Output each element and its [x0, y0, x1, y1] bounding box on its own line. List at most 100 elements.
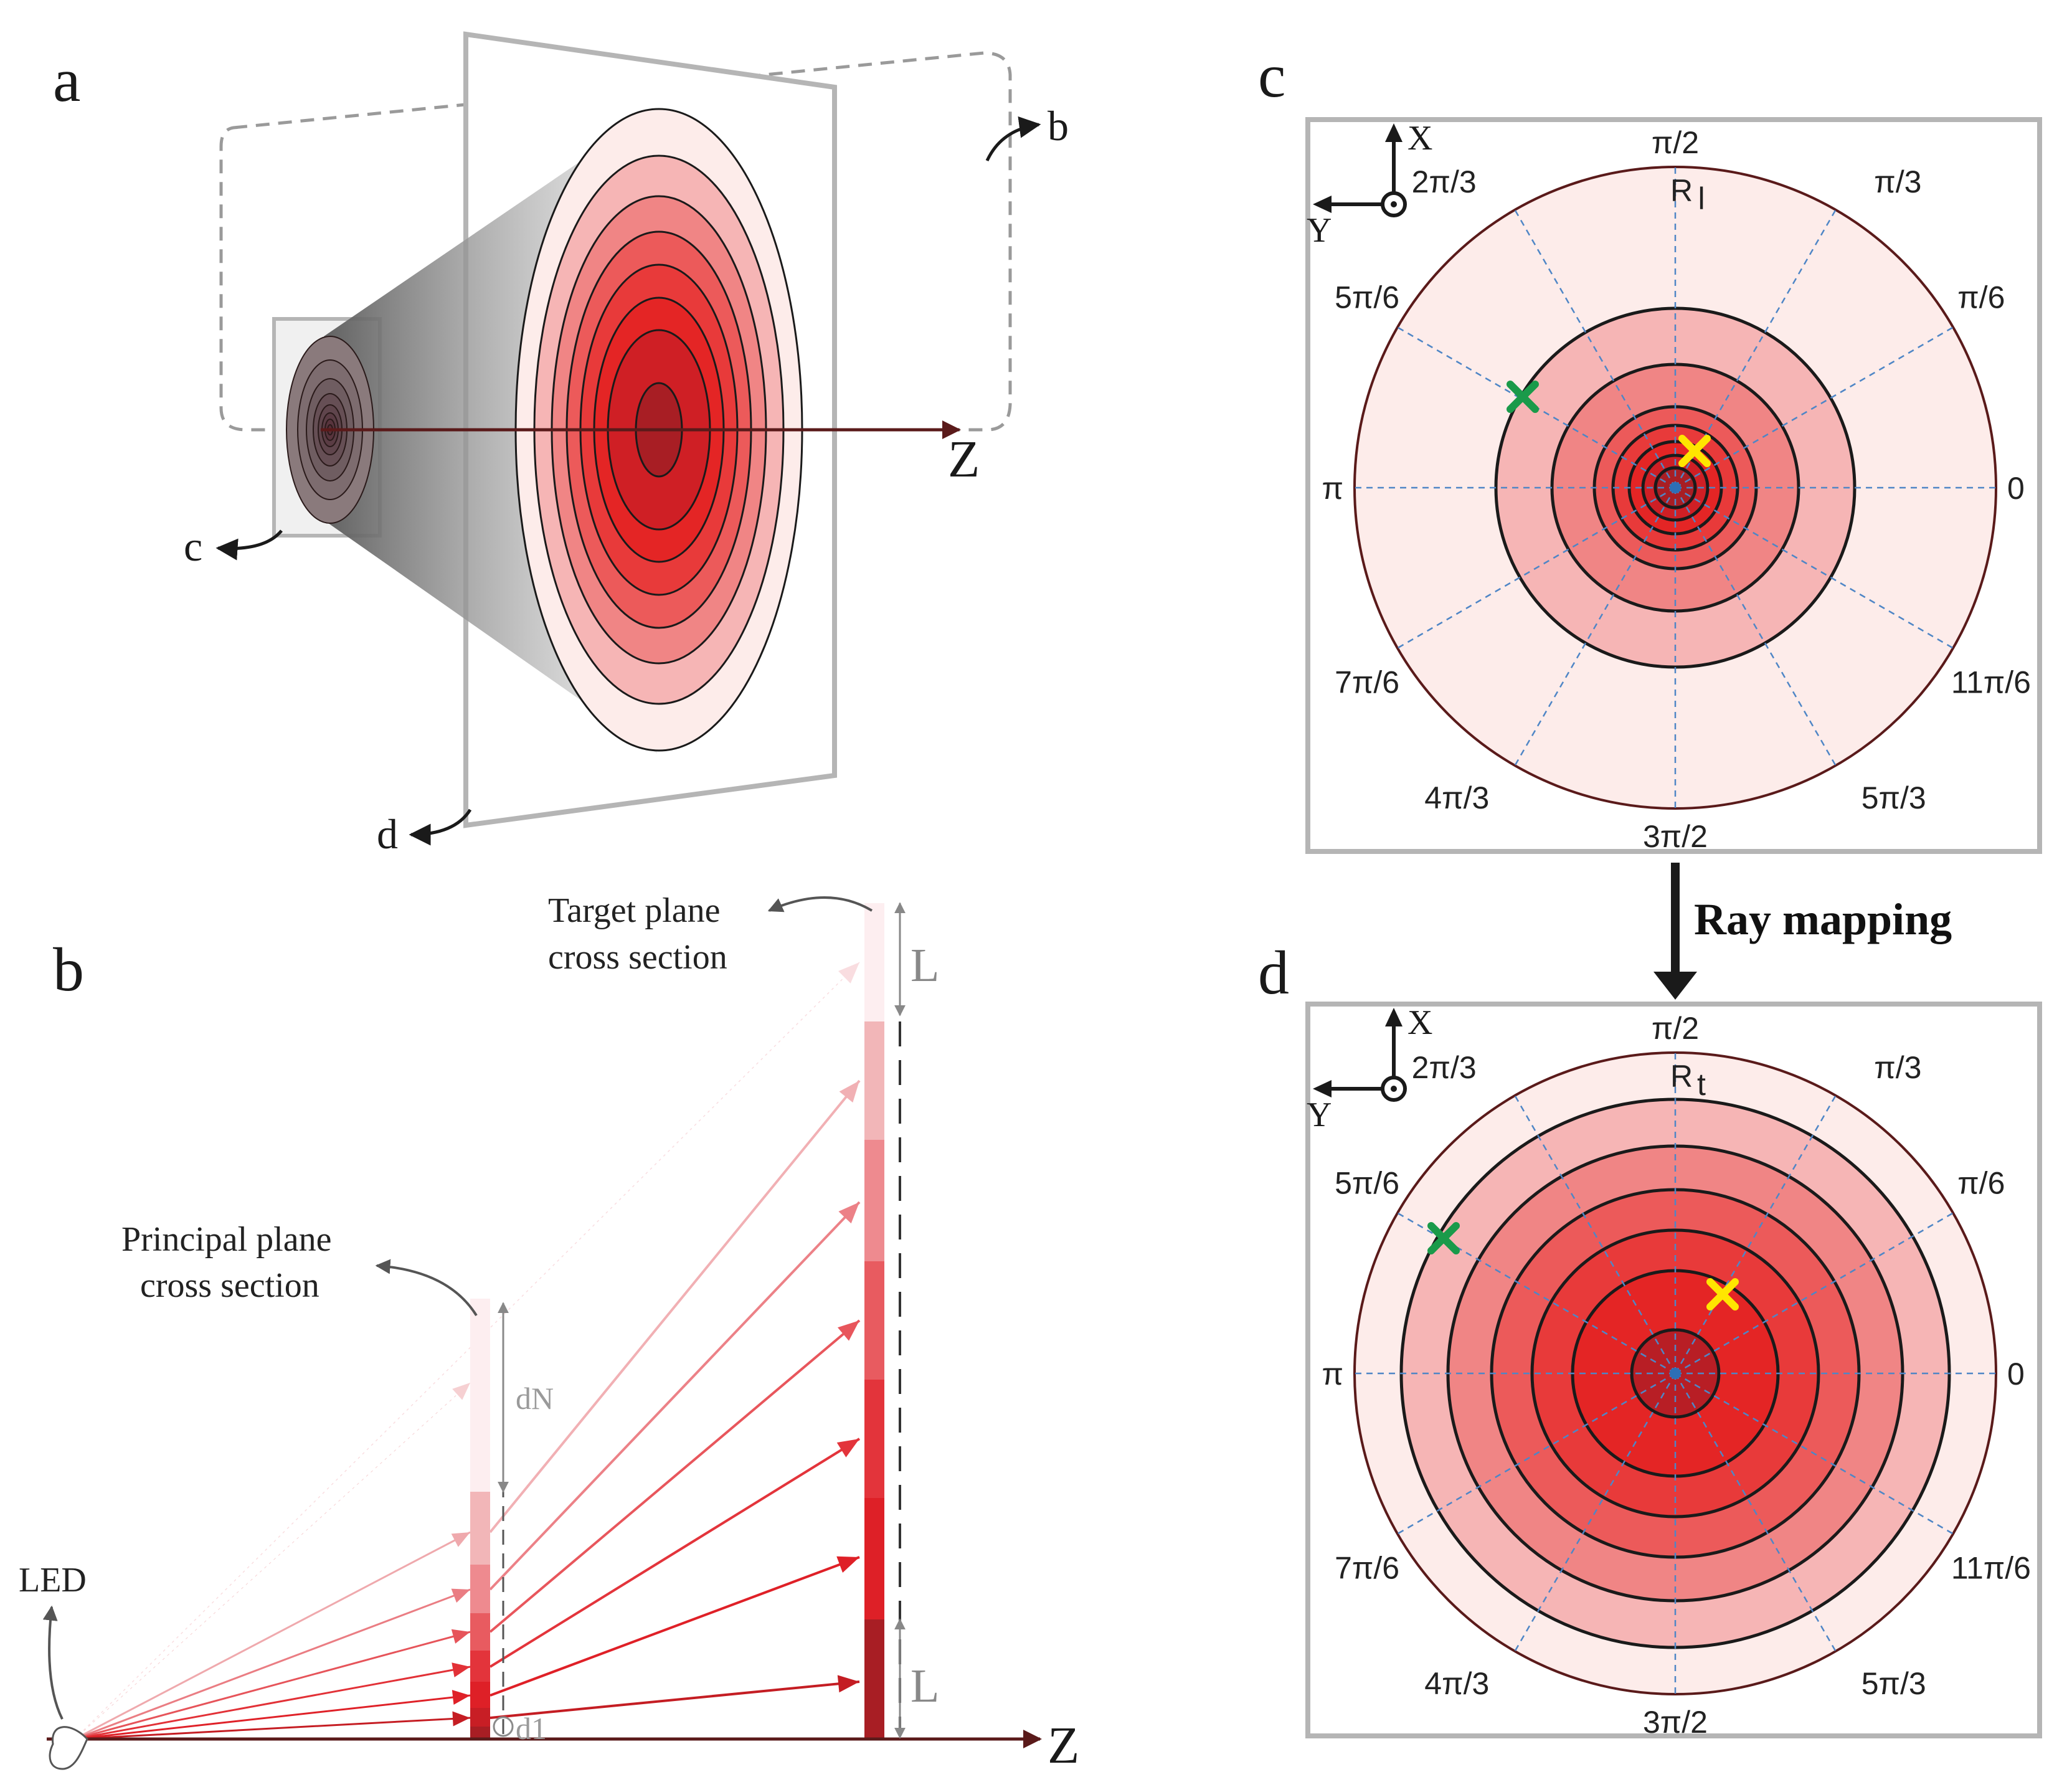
angle-spoke [1674, 1373, 1837, 1652]
target-segment [864, 1261, 884, 1380]
angle-spoke [1397, 1212, 1676, 1375]
ray-arrowhead [837, 1675, 859, 1693]
yellow-marker [1706, 1278, 1739, 1310]
target-segment [864, 1380, 884, 1498]
target-caption-line2: cross section [548, 938, 727, 977]
d1-label: d1 [516, 1711, 547, 1746]
ray-arrowhead [452, 1711, 470, 1727]
led-callout-arrow [42, 1605, 64, 1720]
angle-spoke [1397, 486, 1676, 649]
x-axis-arrowhead [1385, 1008, 1403, 1026]
angle-label-left: π [1322, 471, 1344, 506]
x-axis-arrowhead [1385, 123, 1403, 142]
panel-d-letter: d [1258, 938, 1289, 1007]
radius-subscript: l [1698, 181, 1705, 216]
panel-b-letter: b [53, 935, 84, 1004]
target-caption-arrow [767, 896, 873, 912]
angle-label-deg150: 5π/6 [1335, 280, 1399, 315]
target-segment [864, 1619, 884, 1739]
ray-mapping: Ray mapping [1653, 863, 1952, 1000]
yellow-marker [1678, 435, 1711, 467]
ray-arrowhead [836, 1439, 859, 1457]
angle-spoke [1674, 1095, 1837, 1374]
target-segment [864, 1498, 884, 1619]
angle-spoke [1514, 487, 1677, 766]
ray-to-principal [74, 1694, 471, 1740]
z-axis-out-dot [1391, 1086, 1397, 1092]
ray-to-principal [74, 1631, 471, 1740]
radius-subscript: t [1697, 1067, 1706, 1102]
angle-label-deg210: 7π/6 [1335, 1551, 1399, 1586]
z-axis-out-dot [1391, 201, 1397, 207]
angle-label-top: π/2 [1652, 125, 1699, 160]
center-dot [1670, 1368, 1681, 1379]
angle-label-deg60: π/3 [1874, 1050, 1921, 1085]
ray-to-target [490, 1680, 860, 1719]
y-axis-label: Y [1307, 1096, 1332, 1134]
ray-arrowhead [838, 1202, 859, 1224]
angle-label-bottom: 3π/2 [1643, 1705, 1708, 1740]
angle-label-deg120: 2π/3 [1412, 164, 1477, 199]
d1-marker [493, 1716, 514, 1737]
angle-spoke [1675, 1372, 1954, 1535]
angle-label-deg330: 11π/6 [1951, 665, 2031, 700]
principal-segment [470, 1613, 490, 1651]
angle-spoke [1674, 487, 1837, 766]
angle-label-deg60: π/3 [1874, 164, 1921, 199]
ray-to-target [489, 1319, 861, 1633]
principal-caption-line1: Principal plane [121, 1220, 331, 1259]
x-axis-label: X [1407, 119, 1432, 158]
panel-a: a Z b c d [53, 31, 1069, 858]
angle-spoke [1514, 209, 1677, 488]
ray-to-target [489, 1438, 861, 1668]
angle-label-right: 0 [2007, 471, 2025, 506]
angle-spoke [1514, 1373, 1677, 1652]
ray-arrowhead [837, 1320, 859, 1341]
y-axis-arrowhead [1313, 1080, 1332, 1097]
target-segment [864, 1140, 884, 1261]
ray-mapping-label: Ray mapping [1694, 894, 1952, 944]
ray-arrowhead [451, 1629, 470, 1644]
target-segment [864, 903, 884, 1021]
z-axis-b-label: Z [1048, 1717, 1079, 1775]
ray-arrowhead [836, 1556, 859, 1573]
principal-segment [470, 1492, 490, 1565]
radius-label: R [1670, 173, 1693, 208]
L-bottom-label: L [911, 1660, 939, 1712]
angle-label-right: 0 [2007, 1357, 2025, 1391]
principal-segment [470, 1682, 490, 1708]
L-top-label: L [911, 939, 939, 992]
green-marker [1427, 1222, 1460, 1254]
ray-to-principal [74, 1717, 471, 1740]
led-icon [49, 1726, 88, 1770]
ray-arrowhead [452, 1383, 470, 1400]
angle-label-deg30: π/6 [1957, 1166, 2005, 1201]
angle-label-deg330: 11π/6 [1951, 1551, 2031, 1586]
ray-arrowhead [838, 962, 859, 983]
callout-d-label: d [377, 810, 398, 858]
angle-label-deg240: 4π/3 [1424, 1666, 1489, 1701]
callout-d-arrow [409, 808, 472, 846]
ray-arrowhead [452, 1662, 470, 1677]
angle-spoke [1675, 486, 1954, 649]
principal-segment [470, 1651, 490, 1682]
angle-spoke [1675, 326, 1954, 489]
polar-plot-c: π/2π/32π/3π/65π/60π11π/67π/65π/34π/33π/2… [1307, 119, 2031, 854]
ray-to-target [490, 1556, 860, 1697]
ray-to-target [489, 1201, 861, 1591]
center-dot [1670, 482, 1681, 493]
y-axis-arrowhead [1313, 196, 1332, 213]
z-axis-a-label: Z [948, 430, 980, 488]
principal-segment [470, 1708, 490, 1727]
ray-arrowhead [839, 1081, 859, 1103]
principal-segment [470, 1565, 490, 1613]
ray-to-target [74, 962, 860, 1740]
x-axis-label: X [1407, 1003, 1432, 1042]
ray-to-principal [74, 1382, 471, 1740]
ray-arrowhead [451, 1532, 470, 1547]
principal-plane-column [470, 1299, 490, 1739]
target-caption-line1: Target plane [548, 891, 720, 930]
ray-to-principal [74, 1588, 471, 1740]
radius-label: R [1670, 1059, 1693, 1094]
